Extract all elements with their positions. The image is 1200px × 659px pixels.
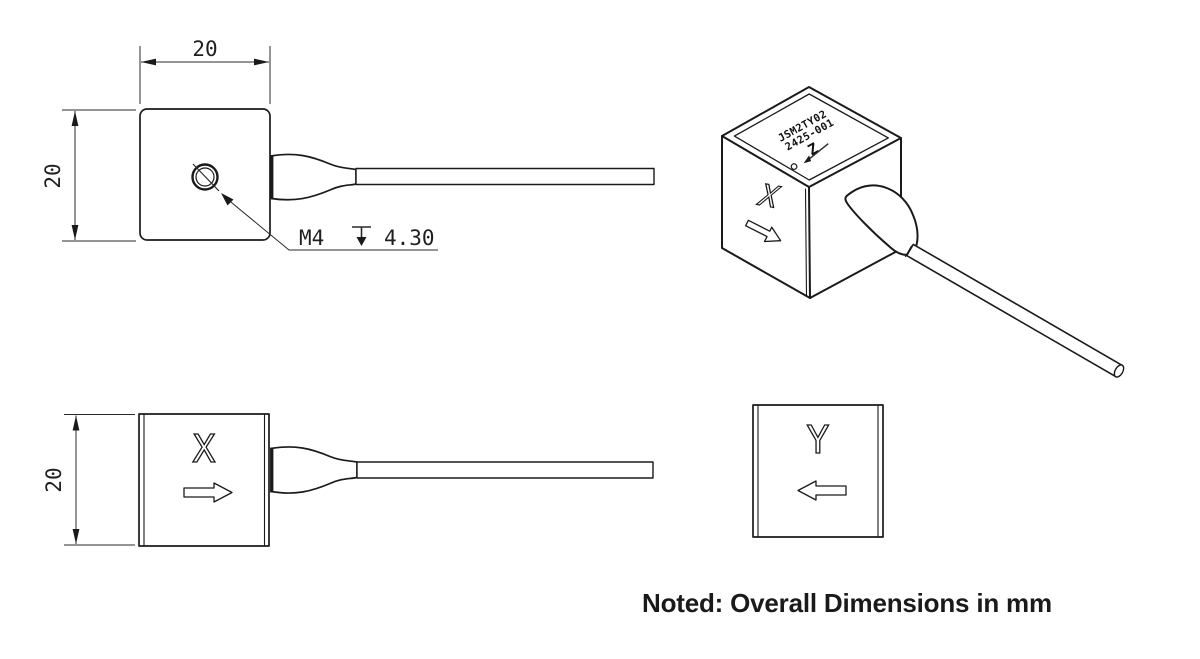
cable xyxy=(905,243,1124,378)
height-dimension: 20 xyxy=(42,414,135,546)
height-dimension: 20 xyxy=(41,109,136,242)
threaded-hole xyxy=(191,163,220,192)
cable-strain-relief xyxy=(270,153,357,201)
cable-end-cap xyxy=(1113,364,1125,378)
cable-strain-relief xyxy=(270,446,358,494)
rear-view: Y xyxy=(752,404,884,538)
dimensions-note: Noted: Overall Dimensions in mm xyxy=(642,588,1052,618)
x-axis-arrow-icon xyxy=(744,219,782,243)
cube-edge xyxy=(721,135,810,188)
hole-depth-label: 4.30 xyxy=(384,226,435,250)
z-axis-arrow-icon xyxy=(803,143,829,164)
top-face-inset-border xyxy=(733,93,889,181)
width-dimension: 20 xyxy=(139,37,271,104)
hole-thread-label: M4 xyxy=(299,226,324,250)
y-axis-arrow-icon xyxy=(797,480,847,501)
orientation-dot-icon xyxy=(790,163,798,170)
cable-ferrule-line xyxy=(904,245,913,258)
height-dim-label: 20 xyxy=(42,467,66,492)
cable xyxy=(356,461,654,479)
sensor-body-outline xyxy=(752,404,884,538)
cube-edge xyxy=(808,137,902,188)
cube-chamfer-line xyxy=(804,188,808,297)
y-axis-label: Y xyxy=(807,418,830,462)
depth-symbol-icon xyxy=(352,226,371,246)
cube-edge xyxy=(808,186,811,299)
x-axis-label: X xyxy=(193,427,216,471)
x-axis-arrow-icon xyxy=(183,482,233,503)
hole-callout: M4 4.30 xyxy=(221,193,438,251)
top-view: 20 20 M4 4.30 xyxy=(41,37,655,251)
front-view: X 20 xyxy=(42,413,654,547)
sensor-body-outline xyxy=(138,413,270,547)
iso-view: JSM2TY02 2425-001 Z X xyxy=(721,86,1125,378)
width-dim-label: 20 xyxy=(192,37,217,61)
sensor-body-outline xyxy=(139,108,271,241)
height-dim-label: 20 xyxy=(41,163,65,188)
cable xyxy=(355,167,655,186)
